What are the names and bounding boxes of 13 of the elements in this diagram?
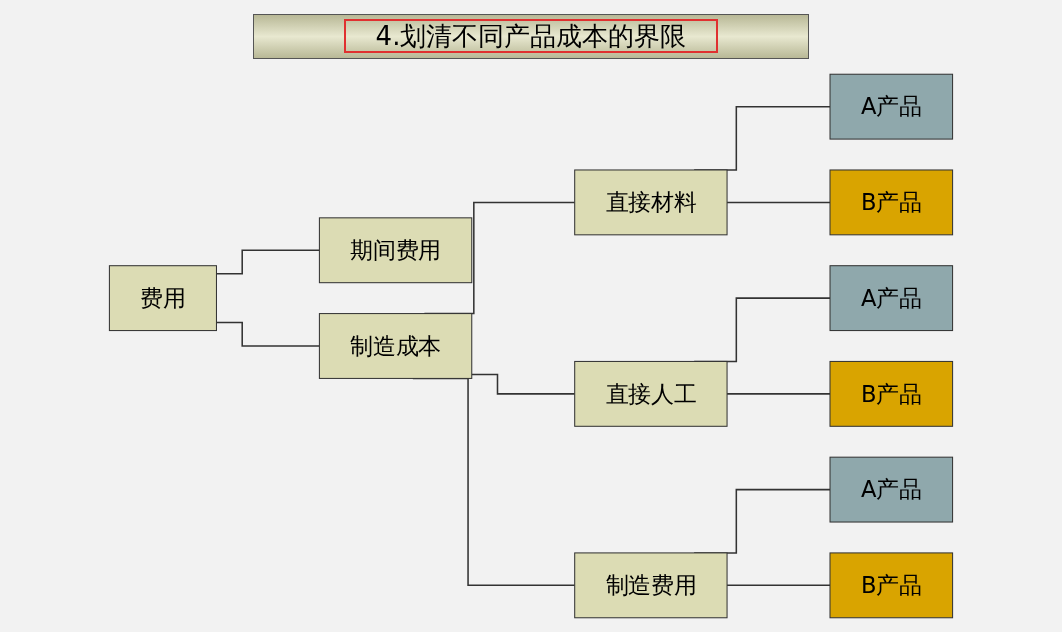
node-box: 直接人工 bbox=[574, 360, 728, 427]
node-box: A产品 bbox=[829, 456, 954, 523]
node-box: B产品 bbox=[829, 168, 954, 235]
node-box: B产品 bbox=[829, 551, 954, 618]
title: 4.划清不同产品成本的界限 bbox=[343, 19, 719, 53]
node-box: 直接材料 bbox=[574, 168, 728, 235]
node-box: 制造费用 bbox=[574, 551, 728, 618]
node-box: 制造成本 bbox=[318, 312, 473, 379]
node-box: 期间费用 bbox=[318, 216, 473, 283]
node-box: A产品 bbox=[829, 73, 954, 140]
node-box: B产品 bbox=[829, 360, 954, 427]
node-box: 费用 bbox=[108, 264, 217, 331]
node-box: A产品 bbox=[829, 264, 954, 331]
